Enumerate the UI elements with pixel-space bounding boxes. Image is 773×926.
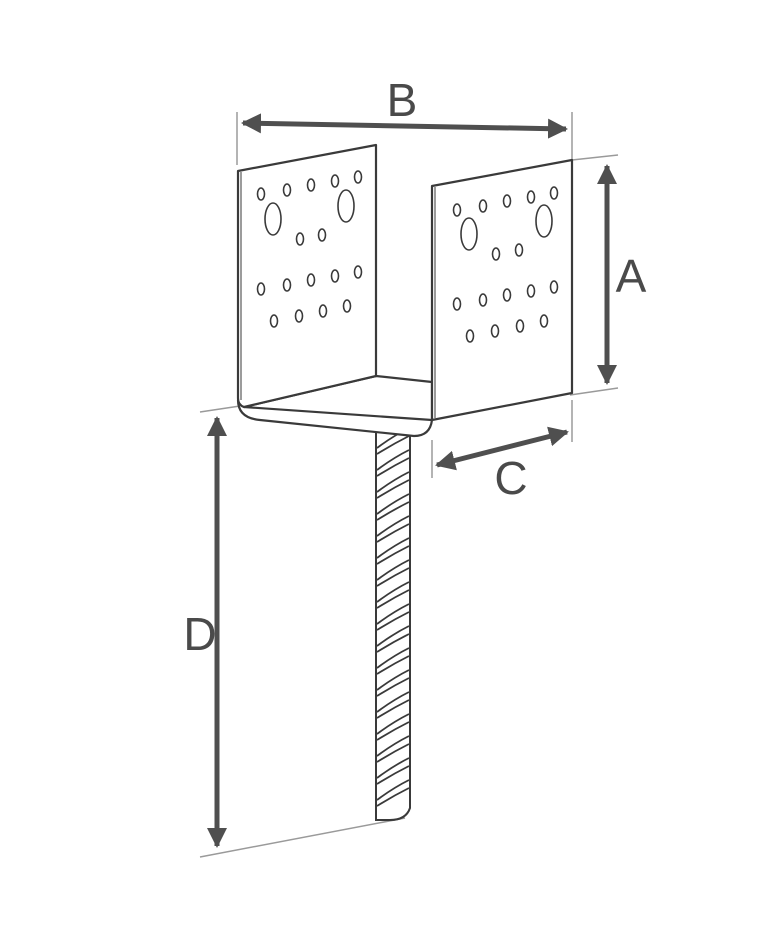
- rebar-rib: [376, 611, 410, 631]
- left-plate-holes: [256, 170, 363, 328]
- rebar-rib: [376, 479, 410, 499]
- dimension-label-d: D: [183, 608, 216, 660]
- rebar-rib: [376, 471, 410, 493]
- rebar-rib: [376, 537, 410, 559]
- dimension-arrow-b: [241, 113, 568, 139]
- extension-line-d-top: [199, 405, 241, 413]
- rebar-rib: [376, 559, 410, 581]
- rebar-rib: [376, 699, 410, 719]
- rebar-ribs: [376, 427, 410, 807]
- rebar-rib: [376, 493, 410, 515]
- rebar-rib: [376, 603, 410, 625]
- rebar-rib: [376, 735, 410, 757]
- rebar-rib: [376, 523, 410, 543]
- rebar-rib: [376, 691, 410, 713]
- dimension-arrows: [207, 113, 617, 848]
- extension-line-a-bottom: [569, 387, 619, 396]
- rebar-rib: [376, 677, 410, 697]
- rebar-rib: [376, 655, 410, 675]
- rebar-rib: [376, 457, 410, 477]
- rebar-rib: [376, 581, 410, 603]
- dimension-label-a: A: [616, 250, 647, 302]
- dimension-label-b: B: [387, 74, 418, 126]
- dimension-arrow-c: [435, 426, 569, 471]
- rebar-rib: [376, 589, 410, 609]
- dimension-label-c: C: [494, 452, 527, 504]
- rebar-rib: [376, 713, 410, 735]
- rebar-rib: [376, 545, 410, 565]
- extension-line-d-bottom: [199, 817, 406, 858]
- rebar-rib: [376, 721, 410, 741]
- rebar-rib: [376, 787, 410, 807]
- extension-lines: [199, 112, 619, 858]
- rebar-rib: [376, 625, 410, 647]
- rebar-rib: [376, 647, 410, 669]
- rebar-rib: [376, 779, 410, 801]
- base-plate-front-edge: [243, 405, 433, 422]
- rebar-rib: [376, 449, 410, 471]
- rebar-rib: [376, 567, 410, 587]
- rebar-spike: [375, 427, 411, 821]
- rebar-rib: [376, 743, 410, 763]
- rebar-rib: [376, 435, 410, 455]
- rebar-rib: [376, 757, 410, 779]
- rebar-rib: [376, 765, 410, 785]
- rebar-rib: [376, 633, 410, 653]
- extension-line-a-top: [571, 154, 619, 161]
- right-plate-holes: [452, 186, 559, 343]
- rebar-rib: [376, 669, 410, 691]
- rebar-rib: [376, 501, 410, 521]
- rebar-rib: [376, 515, 410, 537]
